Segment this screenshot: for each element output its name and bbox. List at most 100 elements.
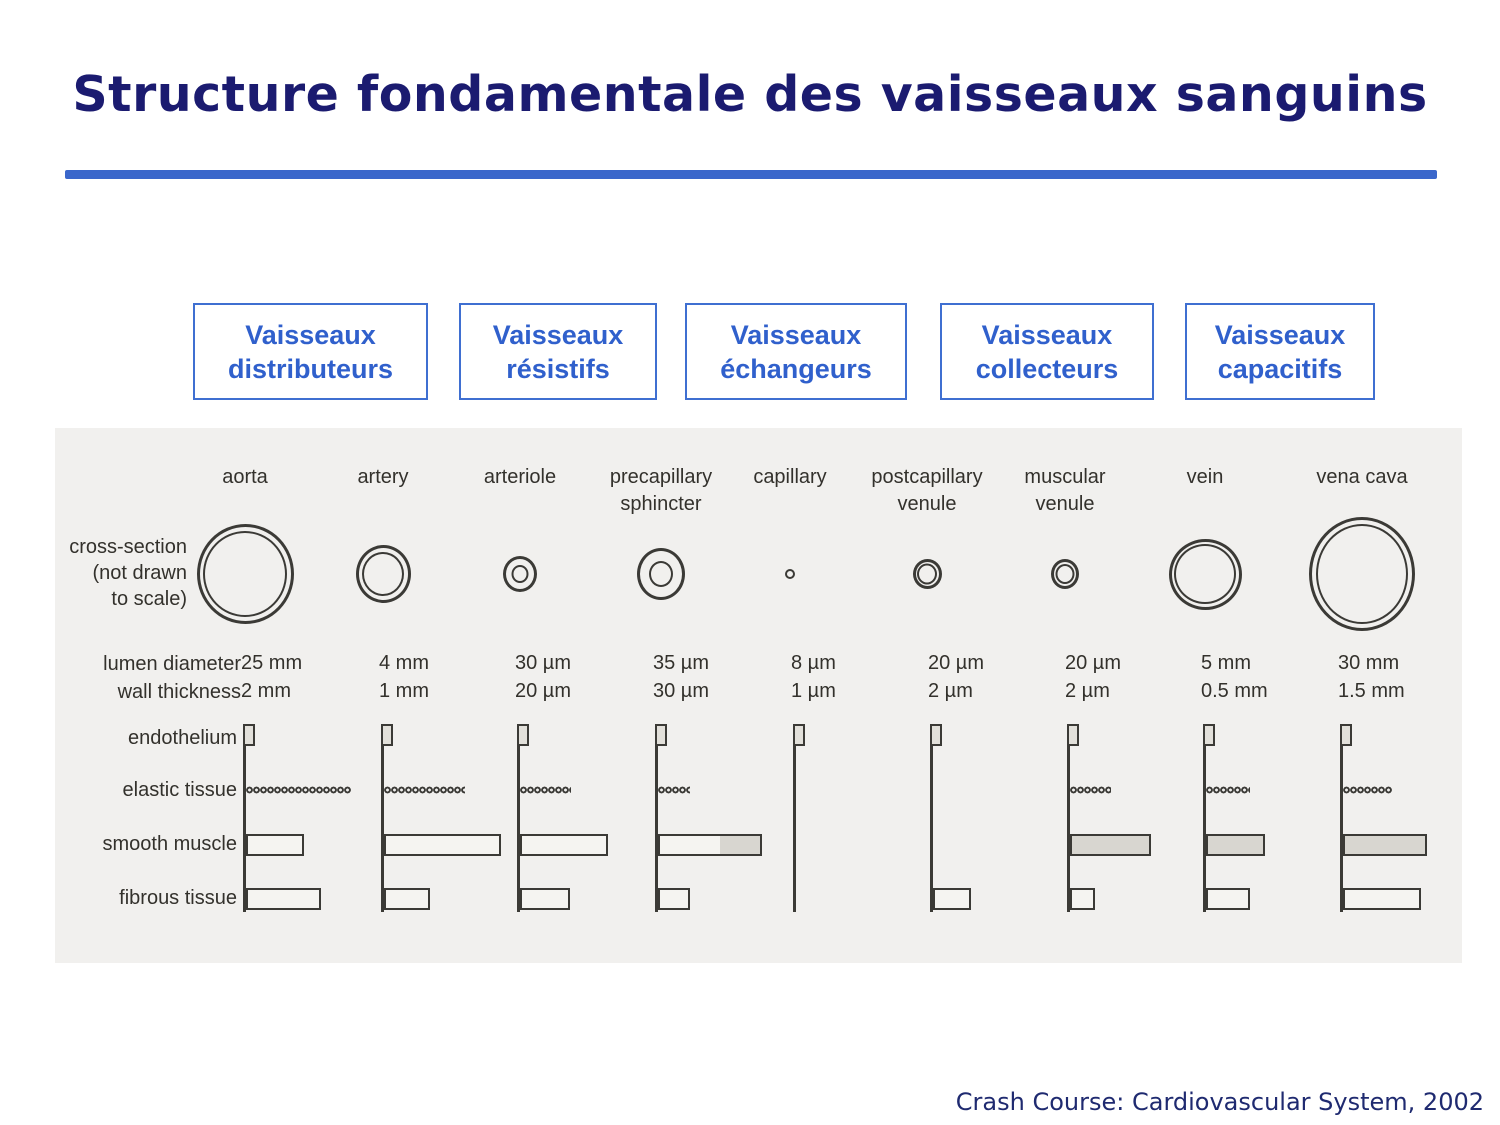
vessel-name-capillary: capillary (753, 466, 827, 488)
fibrous-tissue-bar-vein (1206, 888, 1250, 910)
elastic-tissue-coil-vena-cava (1343, 783, 1392, 797)
lumen-diameter-value-postcapillary-venule: 20 µm (928, 652, 984, 674)
cross-section-circle-artery (355, 545, 411, 603)
cross-section-lumen-vena-cava (1316, 524, 1408, 624)
cross-section-circle-muscular-venule (1051, 559, 1079, 589)
tissue-axis-vena-cava (1340, 724, 1343, 912)
elastic-tissue-coil-precapillary-sphincter (658, 783, 690, 797)
category-box-1: Vaisseaux distributeurs (193, 303, 428, 400)
vessel-name-aorta: aorta (222, 466, 268, 488)
title-underline-rule (65, 170, 1437, 179)
cross-section-circle-capillary (785, 569, 795, 579)
fibrous-tissue-bar-vena-cava (1343, 888, 1421, 910)
smooth-muscle-bar-aorta (246, 834, 304, 856)
endothelium-box-vena-cava (1340, 724, 1352, 746)
endothelium-box-postcapillary-venule (930, 724, 942, 746)
cross-section-lumen-postcapillary-venule (917, 563, 937, 585)
elastic-tissue-label: elastic tissue (122, 779, 238, 801)
wall-thickness-value-vena-cava: 1.5 mm (1338, 680, 1405, 702)
wall-thickness-value-vein: 0.5 mm (1201, 680, 1268, 702)
endothelium-box-vein (1203, 724, 1215, 746)
cross-section-circle-aorta (196, 524, 294, 624)
lumen-diameter-value-artery: 4 mm (379, 652, 429, 674)
wall-thickness-value-postcapillary-venule: 2 µm (928, 680, 973, 702)
category-box-2: Vaisseaux résistifs (459, 303, 657, 400)
smooth-muscle-bar-artery (384, 834, 501, 856)
lumen-diameter-value-precapillary-sphincter: 35 µm (653, 652, 709, 674)
cross-section-circle-vein (1168, 538, 1242, 610)
wall-thickness-value-precapillary-sphincter: 30 µm (653, 680, 709, 702)
slide-title: Structure fondamentale des vaisseaux san… (72, 66, 1428, 123)
tissue-axis-arteriole (517, 724, 520, 912)
cross-section-lumen-artery (362, 552, 404, 596)
cross-section-circle-arteriole (503, 556, 537, 592)
smooth-muscle-bar-precapillary-sphincter (658, 834, 762, 856)
smooth-muscle-bar-vena-cava (1343, 834, 1427, 856)
tissue-axis-vein (1203, 724, 1206, 912)
cross-section-lumen-precapillary-sphincter (649, 561, 673, 587)
wall-thickness-value-arteriole: 20 µm (515, 680, 571, 702)
endothelium-label: endothelium (128, 727, 237, 749)
tissue-axis-artery (381, 724, 384, 912)
lumen-diameter-value-vena-cava: 30 mm (1338, 652, 1400, 674)
fibrous-tissue-bar-aorta (246, 888, 321, 910)
category-box-3: Vaisseaux échangeurs (685, 303, 907, 400)
elastic-tissue-coil-arteriole (520, 783, 571, 797)
cross-section-lumen-arteriole (511, 565, 529, 583)
smooth-muscle-label: smooth muscle (102, 833, 238, 855)
elastic-tissue-coil-muscular-venule (1070, 783, 1111, 797)
endothelium-box-artery (381, 724, 393, 746)
tissue-axis-capillary (793, 724, 796, 912)
lumen-diameter-value-aorta: 25 mm (241, 652, 303, 674)
fibrous-tissue-bar-artery (384, 888, 430, 910)
elastic-tissue-coil-artery (384, 783, 465, 797)
vessel-name-arteriole: arteriole (483, 466, 557, 488)
endothelium-box-capillary (793, 724, 805, 746)
wall-thickness-value-aorta: 2 mm (241, 680, 291, 702)
endothelium-box-precapillary-sphincter (655, 724, 667, 746)
wall-thickness-label: wall thickness (117, 681, 241, 703)
smooth-muscle-bar-vein (1206, 834, 1265, 856)
lumen-diameter-label: lumen diameter (103, 653, 241, 675)
figure-columns: aorta 25 mm 2 mm artery 4 mm 1 mm arteriole 30 … (55, 428, 1462, 963)
category-box-5: Vaisseaux capacitifs (1185, 303, 1375, 400)
cross-section-label: cross-section (not drawn to scale) (69, 536, 187, 610)
vessel-name-precapillary-sphincter: precapillary sphincter (609, 466, 713, 515)
fibrous-tissue-bar-precapillary-sphincter (658, 888, 690, 910)
vessel-name-vena-cava: vena cava (1316, 466, 1408, 488)
cross-section-circle-vena-cava (1309, 517, 1415, 631)
cross-section-circle-postcapillary-venule (912, 559, 942, 589)
tissue-axis-muscular-venule (1067, 724, 1070, 912)
tissue-axis-postcapillary-venule (930, 724, 933, 912)
vessel-name-postcapillary-venule: postcapillary venule (871, 466, 983, 515)
elastic-tissue-coil-aorta (246, 783, 351, 797)
lumen-diameter-value-arteriole: 30 µm (515, 652, 571, 674)
smooth-muscle-bar-muscular-venule (1070, 834, 1151, 856)
vessel-name-muscular-venule: muscular venule (1024, 466, 1106, 515)
fibrous-tissue-bar-arteriole (520, 888, 570, 910)
smooth-muscle-bar-arteriole (520, 834, 608, 856)
source-citation: Crash Course: Cardiovascular System, 200… (955, 1088, 1484, 1116)
cross-section-lumen-aorta (203, 531, 287, 617)
endothelium-box-muscular-venule (1067, 724, 1079, 746)
endothelium-box-arteriole (517, 724, 529, 746)
tissue-axis-aorta (243, 724, 246, 912)
cross-section-lumen-vein (1174, 544, 1236, 604)
wall-thickness-value-muscular-venule: 2 µm (1065, 680, 1110, 702)
endothelium-box-aorta (243, 724, 255, 746)
vessel-name-artery: artery (357, 466, 409, 488)
lumen-diameter-value-muscular-venule: 20 µm (1065, 652, 1121, 674)
fibrous-tissue-bar-postcapillary-venule (933, 888, 971, 910)
wall-thickness-value-capillary: 1 µm (791, 680, 836, 702)
fibrous-tissue-bar-muscular-venule (1070, 888, 1095, 910)
vessel-name-vein: vein (1186, 466, 1224, 488)
wall-thickness-value-artery: 1 mm (379, 680, 429, 702)
lumen-diameter-value-vein: 5 mm (1201, 652, 1251, 674)
category-box-4: Vaisseaux collecteurs (940, 303, 1154, 400)
cross-section-lumen-muscular-venule (1055, 564, 1075, 584)
lumen-diameter-value-capillary: 8 µm (791, 652, 836, 674)
elastic-tissue-coil-vein (1206, 783, 1250, 797)
fibrous-tissue-label: fibrous tissue (119, 887, 237, 909)
cross-section-circle-precapillary-sphincter (637, 548, 685, 600)
tissue-axis-precapillary-sphincter (655, 724, 658, 912)
